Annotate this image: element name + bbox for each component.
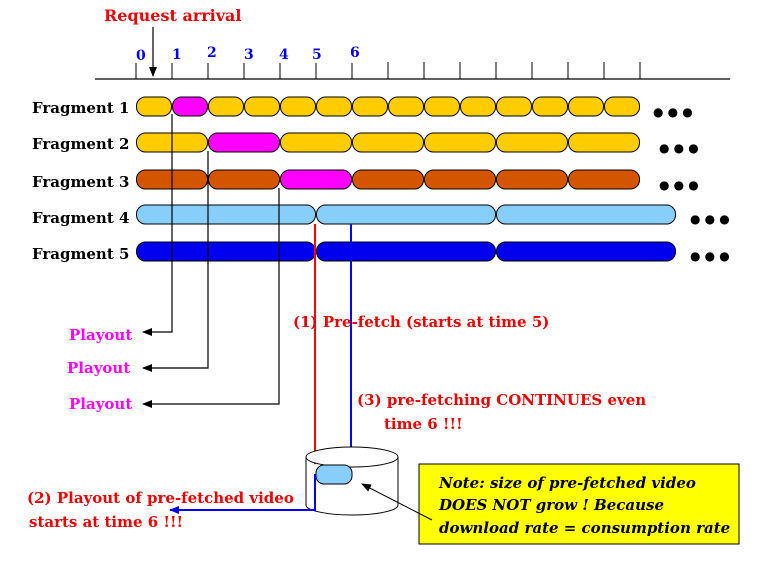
time-axis-labels: 0 1 2 3 4 5 6 <box>136 45 360 64</box>
fragment-3-segment-4 <box>352 169 424 190</box>
prefetch-continues-annotation-2: time 6 !!! <box>384 415 463 433</box>
fragment-1-segment-8 <box>388 96 424 117</box>
fragment-2-segment-7 <box>568 132 640 153</box>
fragment-1-segment-10 <box>460 96 496 117</box>
prefetched-video-block <box>315 464 353 485</box>
fragment-5-label: Fragment 5 <box>32 245 129 263</box>
fragment-3-segment-7 <box>568 169 640 190</box>
tick-label-1: 1 <box>172 47 182 63</box>
prefetch-continues-annotation-1: (3) pre-fetching CONTINUES even <box>357 391 646 409</box>
fragment-3-segment-3 <box>280 169 352 190</box>
note-line-1: Note: size of pre-fetched video <box>438 474 696 492</box>
fragment-5-segment-3 <box>496 241 676 262</box>
playout-1-connector <box>142 114 173 336</box>
fragment-1-label: Fragment 1 <box>32 99 129 117</box>
fragment-1-segment-5 <box>280 96 316 117</box>
fragment-1-segment-4 <box>244 96 280 117</box>
fragment-1-segment-3 <box>208 96 244 117</box>
fragment-4-ellipsis: ● ● ● <box>690 212 730 226</box>
note-box: Note: size of pre-fetched video DOES NOT… <box>418 463 740 545</box>
fragment-4-segment-3 <box>496 204 676 225</box>
note-pointer-arrow <box>361 483 433 521</box>
fragment-3-segment-6 <box>496 169 568 190</box>
playout-3-connector <box>142 188 280 408</box>
fragment-2-ellipsis: ● ● ● <box>659 141 699 155</box>
playout-label-3: Playout <box>69 395 132 413</box>
fragment-1-segment-6 <box>316 96 352 117</box>
fragment-2-segment-5 <box>424 132 496 153</box>
fragment-1-segment-13 <box>568 96 604 117</box>
fragment-bars <box>136 96 676 262</box>
fragment-5-segment-2 <box>316 241 496 262</box>
prefetched-playout-annotation-1: (2) Playout of pre-fetched video <box>27 489 294 507</box>
prefetched-playout-annotation-2: starts at time 6 !!! <box>29 513 183 531</box>
fragment-5-segment-1 <box>136 241 316 262</box>
fragment-1-segment-12 <box>532 96 568 117</box>
tick-label-6: 6 <box>350 45 360 61</box>
fragment-2-segment-3 <box>280 132 352 153</box>
fragment-1-segment-2 <box>172 96 208 117</box>
tick-label-5: 5 <box>312 47 322 63</box>
fragment-2-segment-2 <box>208 132 280 153</box>
tick-label-0: 0 <box>136 48 146 64</box>
fragment-3-label: Fragment 3 <box>32 173 129 191</box>
fragment-2-segment-6 <box>496 132 568 153</box>
fragment-4-label: Fragment 4 <box>32 209 129 227</box>
request-arrival-label: Request arrival <box>104 6 242 25</box>
tick-label-2: 2 <box>207 45 217 61</box>
time-axis-ticks <box>135 62 641 79</box>
tick-label-4: 4 <box>279 47 289 63</box>
fragment-4-segment-2 <box>316 204 496 225</box>
fragment-3-segment-2 <box>208 169 280 190</box>
fragment-2-segment-4 <box>352 132 424 153</box>
prefetch-start-annotation: (1) Pre-fetch (starts at time 5) <box>293 313 549 331</box>
note-line-3: download rate = consumption rate <box>439 519 730 537</box>
fragment-1-segment-9 <box>424 96 460 117</box>
playout-label-2: Playout <box>67 359 130 377</box>
prefetched-playout-arrow <box>169 474 316 514</box>
tick-label-3: 3 <box>244 47 254 63</box>
fragment-1-segment-14 <box>604 96 640 117</box>
fragment-1-segment-7 <box>352 96 388 117</box>
playout-2-connector <box>142 151 209 372</box>
fragment-3-segment-5 <box>424 169 496 190</box>
fragment-2-label: Fragment 2 <box>32 135 129 153</box>
fragment-1-segment-11 <box>496 96 532 117</box>
fragment-4-segment-1 <box>136 204 316 225</box>
buffer-cylinder <box>305 446 399 516</box>
fragment-3-ellipsis: ● ● ● <box>659 178 699 192</box>
note-line-2: DOES NOT grow ! Because <box>438 496 664 514</box>
fragment-5-ellipsis: ● ● ● <box>690 249 730 263</box>
fragment-1-ellipsis: ● ● ● <box>653 105 693 119</box>
playout-label-1: Playout <box>69 326 132 344</box>
note-background <box>418 463 740 545</box>
fragment-1-segment-1 <box>136 96 172 117</box>
